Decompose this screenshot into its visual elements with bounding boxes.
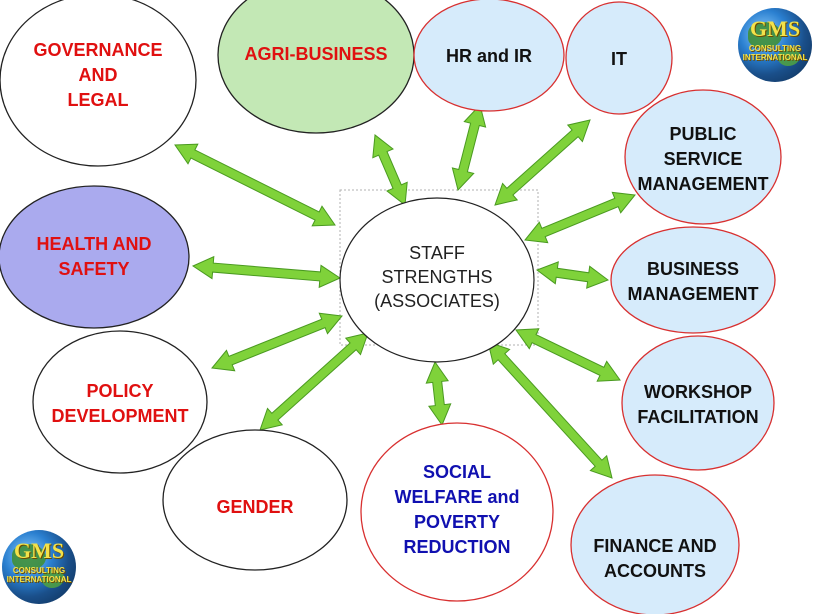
node-label: REDUCTION xyxy=(404,537,511,557)
hub-line: STRENGTHS xyxy=(381,267,492,287)
double-arrow-connector xyxy=(524,191,636,244)
node-it: IT xyxy=(565,1,673,115)
node-label: FACILITATION xyxy=(637,407,758,427)
node-label: FINANCE AND xyxy=(593,536,716,556)
node-ellipse xyxy=(162,429,348,571)
node-label: SERVICE xyxy=(664,149,743,169)
node-ellipse xyxy=(621,335,775,471)
node-ellipse xyxy=(413,0,565,112)
node-ellipse xyxy=(570,474,740,614)
hub-line: (ASSOCIATES) xyxy=(374,291,500,311)
node-hr: HR and IR xyxy=(413,0,565,112)
double-arrow-connector xyxy=(535,261,610,289)
node-label: GOVERNANCE xyxy=(33,40,162,60)
logo-globe-top-right: GMS CONSULTING INTERNATIONAL xyxy=(738,8,812,82)
node-agri: AGRI-BUSINESS xyxy=(217,0,415,134)
logo-globe-bottom-left: GMS CONSULTING INTERNATIONAL xyxy=(2,530,76,604)
node-label: ACCOUNTS xyxy=(604,561,706,581)
node-ellipse xyxy=(624,89,782,225)
hub-ellipse xyxy=(339,197,535,363)
node-label: GENDER xyxy=(216,497,293,517)
node-label: WORKSHOP xyxy=(644,382,752,402)
hub-node: STAFF STRENGTHS (ASSOCIATES) xyxy=(339,197,535,363)
node-gender: GENDER xyxy=(162,429,348,571)
node-label: AND xyxy=(79,65,118,85)
node-label: LEGAL xyxy=(68,90,129,110)
double-arrow-connector xyxy=(494,119,591,206)
node-label: WELFARE and xyxy=(395,487,520,507)
node-label: IT xyxy=(611,49,627,69)
node-label: POVERTY xyxy=(414,512,500,532)
double-arrow-connector xyxy=(174,143,336,227)
node-workshop: WORKSHOP FACILITATION xyxy=(621,335,775,471)
node-ellipse xyxy=(0,185,190,329)
node-label: PUBLIC xyxy=(670,124,737,144)
logo-subtitle: CONSULTING INTERNATIONAL xyxy=(6,566,72,584)
node-business: BUSINESS MANAGEMENT xyxy=(610,226,776,334)
node-label: HEALTH AND xyxy=(37,234,152,254)
node-label: HR and IR xyxy=(446,46,532,66)
node-psm: PUBLIC SERVICE MANAGEMENT xyxy=(624,89,782,225)
double-arrow-connector xyxy=(191,255,342,289)
node-label: POLICY xyxy=(86,381,153,401)
hub-line: STAFF xyxy=(409,243,465,263)
node-label: SOCIAL xyxy=(423,462,491,482)
node-governance: GOVERNANCE AND LEGAL xyxy=(0,0,197,167)
node-ellipse xyxy=(610,226,776,334)
node-ellipse xyxy=(32,330,208,474)
node-ellipse xyxy=(217,0,415,134)
node-label: MANAGEMENT xyxy=(638,174,769,194)
logo-mark: GMS xyxy=(749,16,801,41)
node-finance: FINANCE AND ACCOUNTS xyxy=(570,474,740,614)
node-ellipse xyxy=(360,422,554,602)
node-health: HEALTH AND SAFETY xyxy=(0,185,190,329)
double-arrow-connector xyxy=(211,312,343,372)
double-arrow-connector xyxy=(372,134,408,206)
double-arrow-connector xyxy=(425,360,452,427)
logo-mark: GMS xyxy=(13,538,65,563)
node-label: AGRI-BUSINESS xyxy=(244,44,387,64)
double-arrow-connector xyxy=(451,103,487,192)
double-arrow-connector xyxy=(515,328,621,382)
node-ellipse xyxy=(565,1,673,115)
node-label: BUSINESS xyxy=(647,259,739,279)
logo-subtitle: CONSULTING INTERNATIONAL xyxy=(742,44,808,62)
node-label: SAFETY xyxy=(58,259,129,279)
node-label: MANAGEMENT xyxy=(628,284,759,304)
node-policy: POLICY DEVELOPMENT xyxy=(32,330,208,474)
node-ellipse xyxy=(0,0,197,167)
nodes-layer: GOVERNANCE AND LEGAL AGRI-BUSINESS HR and IR… xyxy=(0,0,782,614)
node-label: DEVELOPMENT xyxy=(51,406,188,426)
